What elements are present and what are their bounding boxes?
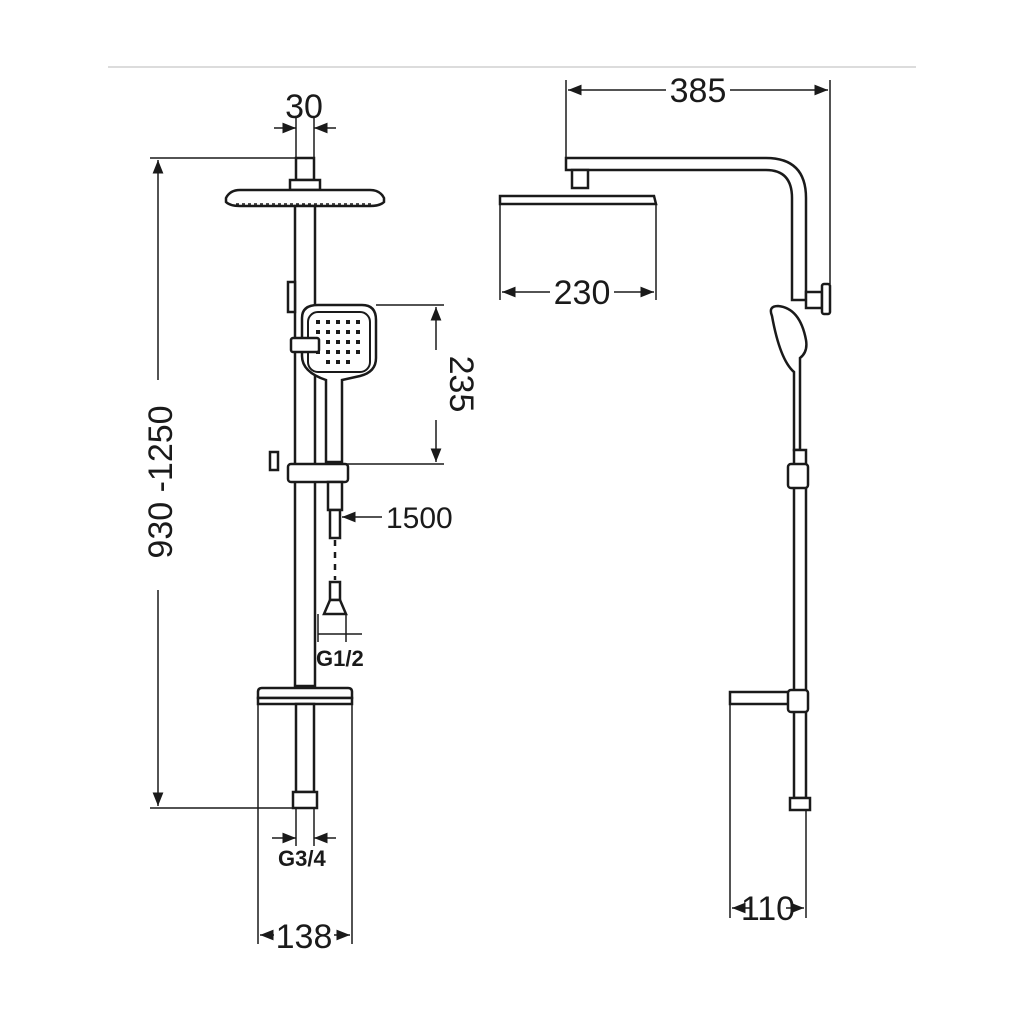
hose-end: [328, 580, 342, 602]
arm-connector: [570, 168, 590, 190]
dim-hose-length: 1500: [386, 502, 453, 535]
diverter-knob: [286, 280, 297, 314]
hose-segment: [328, 508, 342, 540]
dim-head-width: 230: [554, 274, 611, 312]
sliding-holder: [289, 336, 321, 354]
front-dimensions: [150, 118, 444, 944]
slider-bracket: [286, 462, 350, 484]
wall-knob-cap: [820, 282, 832, 316]
dim-height-range: 930 -1250: [142, 405, 180, 558]
hose-nut: [326, 480, 344, 512]
dim-top-fitting: 30: [285, 88, 323, 126]
lower-pipe: [294, 702, 316, 794]
slider-lever: [268, 450, 280, 472]
shelf-front: [256, 686, 354, 700]
head-connector: [288, 178, 322, 192]
wall-knob: [804, 290, 824, 310]
shelf-clamp-side: [786, 688, 810, 714]
front-view: [224, 156, 386, 810]
side-dimensions: [499, 80, 831, 918]
riser-pipe: [293, 204, 317, 688]
dim-hose-thread: G1/2: [316, 646, 364, 671]
inlet-side: [788, 796, 812, 812]
inlet-nut: [291, 790, 319, 810]
dim-hand-shower: 235: [442, 356, 480, 413]
top-fitting: [294, 156, 316, 182]
rain-head-side: [498, 194, 658, 206]
hose-cone: [322, 598, 348, 616]
slider-side: [786, 462, 810, 490]
dim-shelf-width: 138: [276, 918, 333, 956]
shower-arm: [564, 156, 808, 302]
hand-shower-side: [769, 304, 808, 452]
rain-head-front: [224, 188, 386, 208]
dim-arm-reach: 385: [670, 72, 727, 110]
riser-side: [792, 448, 808, 800]
shelf-side: [728, 690, 792, 706]
dim-inlet-thread: G3/4: [278, 846, 326, 871]
side-view: [498, 156, 832, 812]
dim-wall-distance: 110: [741, 890, 795, 928]
